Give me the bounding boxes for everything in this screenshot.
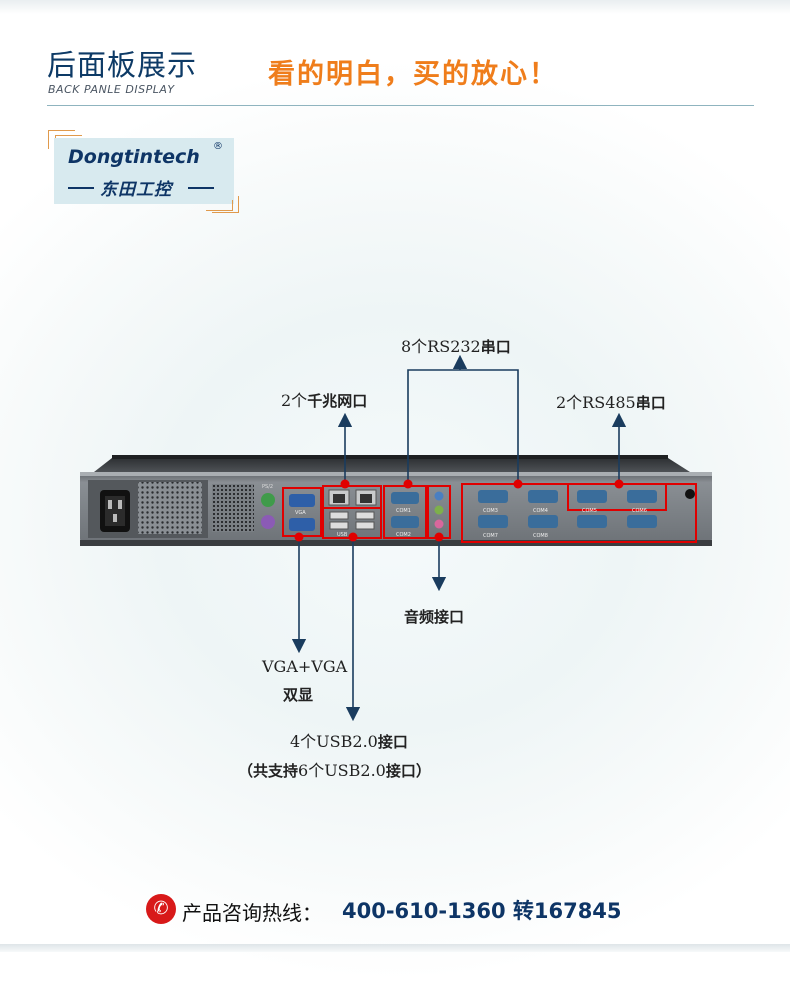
usb-callout: 4个USB2.0接口 <box>290 728 408 752</box>
vga-ports: VGA <box>282 487 322 537</box>
usb-suffix: 接口 <box>377 733 408 751</box>
section-subtitle: BACK PANLE DISPLAY <box>48 83 175 96</box>
rs485-dot <box>614 479 624 489</box>
logo-corner-br <box>212 196 239 213</box>
hotline-number[interactable]: 400-610-1360 转167845 <box>342 899 622 923</box>
logo-brand-cn: 东田工控 <box>100 180 172 200</box>
dc-jack <box>685 489 695 499</box>
com6-label: COM6 <box>632 508 647 514</box>
audio-text: 音频接口 <box>404 608 465 626</box>
callout-lines <box>291 354 627 722</box>
usb-label: USB <box>337 532 348 538</box>
usb-note-suffix: 接口） <box>385 762 431 780</box>
vga-dual-text: 双显 <box>283 686 314 704</box>
usb-dot <box>348 532 358 542</box>
footer-shadow <box>0 944 790 952</box>
audio-dot <box>434 532 444 542</box>
audio-callout: 音频接口 <box>404 606 464 627</box>
logo-dash-right <box>188 187 214 189</box>
lan-dot <box>340 479 350 489</box>
com3-label: COM3 <box>483 508 498 514</box>
chassis-top <box>94 455 690 472</box>
rs485-count: 2个RS485 <box>556 393 636 412</box>
chassis-top-edge <box>80 472 712 476</box>
hotline-label: 产品咨询热线： <box>182 901 322 925</box>
rs232-count: 8个RS232 <box>401 337 481 356</box>
lan-count: 2个 <box>281 391 308 410</box>
usb-note-prefix: （共支持 <box>238 762 299 780</box>
com4-label: COM4 <box>533 508 548 514</box>
power-supply <box>88 480 208 538</box>
section-title: 后面板展示 <box>47 48 198 82</box>
usb-note-count: 6个USB2.0 <box>298 761 386 780</box>
usb-count: 4个USB2.0 <box>290 732 378 751</box>
com5-label: COM5 <box>582 508 597 514</box>
vga-label: VGA <box>295 510 306 516</box>
rs232-suffix: 串口 <box>480 338 511 356</box>
top-shadow <box>0 0 790 14</box>
vent-grille <box>212 484 254 532</box>
audio-jacks <box>427 485 451 539</box>
rs485-callout: 2个RS485串口 <box>556 389 666 413</box>
slogan: 看的明白，买的放心！ <box>268 59 558 90</box>
ps2-ports: PS/2 <box>261 484 275 529</box>
phone-icon: ✆ <box>146 894 176 924</box>
logo-registered-mark: ® <box>213 141 223 152</box>
com7-label: COM7 <box>483 533 498 539</box>
com3-com8-ports: COM3 COM4 COM5 COM6 COM7 COM8 <box>461 483 697 543</box>
com2-label: COM2 <box>396 532 411 538</box>
vga-dual-display: 双显 <box>283 684 313 705</box>
lan-callout: 2个千兆网口 <box>281 387 367 411</box>
logo-brand-en: Dongtintech <box>68 146 200 168</box>
usb-total-note: （共支持6个USB2.0接口） <box>238 757 431 781</box>
logo-background <box>54 138 234 204</box>
lan-suffix: 千兆网口 <box>307 392 368 410</box>
com8-label: COM8 <box>533 533 548 539</box>
logo-corner-br-inner <box>206 200 233 211</box>
logo-dash-left <box>68 187 94 189</box>
rs485-suffix: 串口 <box>635 394 666 412</box>
vga-callout: VGA+VGA <box>262 657 348 676</box>
logo-corner-tl <box>48 130 75 149</box>
rs232-bracket <box>407 369 519 484</box>
rs232-callout: 8个RS232串口 <box>401 333 511 357</box>
header-divider <box>47 105 754 106</box>
usb-ports: USB <box>322 507 382 539</box>
com-expansion-dot <box>513 479 523 489</box>
chassis-bottom-edge <box>80 540 712 546</box>
vga-dot <box>294 532 304 542</box>
callout-dots <box>294 479 624 542</box>
hotline: ✆ 产品咨询热线： 400-610-1360 转167845 <box>146 892 666 928</box>
com1-com2-ports: COM1 COM2 <box>383 485 427 539</box>
com1-label: COM1 <box>396 508 411 514</box>
com1-dot <box>403 479 413 489</box>
ps2-label: PS/2 <box>262 484 273 490</box>
